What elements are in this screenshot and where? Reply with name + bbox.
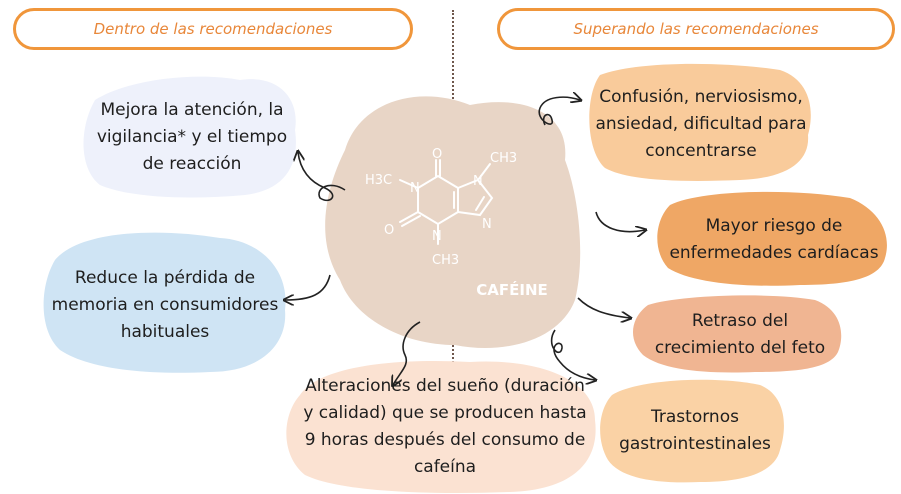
header-within-label: Dentro de las recomendaciones — [93, 20, 333, 38]
arrow-to-memory — [285, 274, 331, 300]
sleep-text: Alteraciones del sueño (duración y calid… — [303, 376, 587, 477]
atom-n1: N — [410, 181, 420, 196]
atom-o2: O — [384, 223, 394, 238]
memory-text: Reduce la pérdida de memoria en consumid… — [51, 267, 279, 342]
blob-sleep — [286, 360, 596, 494]
atom-ch3-bottom: CH3 — [432, 253, 459, 268]
arrow-to-gastro — [550, 329, 595, 380]
arrow-to-attention — [298, 152, 346, 202]
arrow-to-cardiac — [595, 211, 645, 232]
arrow-to-sleep — [393, 321, 421, 385]
blob-confusion — [589, 63, 811, 181]
fetus-text: Retraso del crecimiento del feto — [654, 311, 826, 358]
atom-n4: N — [482, 217, 492, 232]
atom-n2: N — [473, 174, 483, 189]
header-within-recommendations: Dentro de las recomendaciones — [13, 8, 413, 50]
atom-o1: O — [432, 147, 442, 162]
center-blob — [325, 96, 581, 348]
confusion-text: Confusión, nerviosismo, ansiedad, dificu… — [595, 86, 807, 161]
atom-h3c: H3C — [365, 173, 392, 188]
arrow-to-confusion — [538, 97, 580, 126]
atom-ch3-top: CH3 — [490, 151, 517, 166]
caffeine-label: CAFÉINE — [476, 280, 548, 299]
header-exceeding-label: Superando las recomendaciones — [573, 20, 819, 38]
molecule-labels: H3C N O N O N N CH3 CH3 — [365, 147, 517, 268]
arrow-to-fetus — [577, 297, 630, 318]
blob-gastro — [600, 379, 784, 483]
cardiac-text: Mayor riesgo de enfermedades cardíacas — [669, 216, 879, 263]
blob-fetus — [632, 295, 842, 373]
atom-n3: N — [432, 229, 442, 244]
blob-attention — [83, 76, 296, 198]
attention-text: Mejora la atención, la vigilancia* y el … — [96, 99, 288, 174]
gastro-text: Trastornos gastrointestinales — [619, 407, 771, 454]
blob-cardiac — [657, 191, 887, 286]
caffeine-molecule — [399, 159, 494, 245]
blob-memory — [43, 232, 286, 373]
header-exceeding-recommendations: Superando las recomendaciones — [497, 8, 895, 50]
